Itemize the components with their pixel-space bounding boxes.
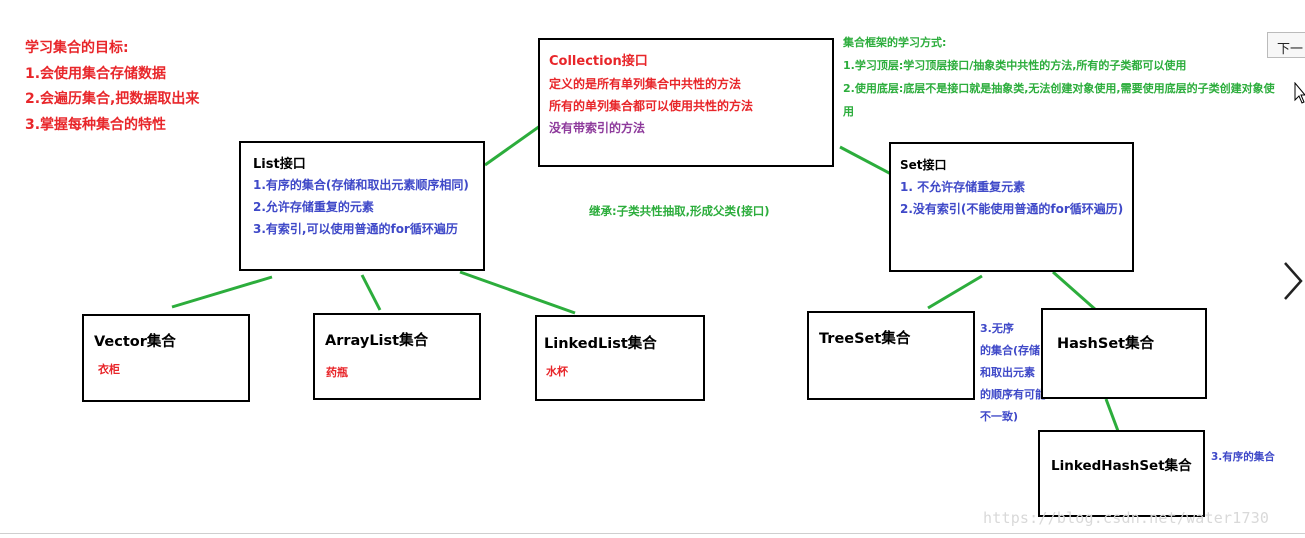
vector-class-box: Vector集合 衣柜: [82, 314, 250, 402]
connector-linkedhashset-hashset: [1104, 398, 1120, 432]
study-line: 用: [843, 105, 854, 118]
linkedlist-note: 水杯: [546, 365, 568, 378]
hashset-note-line: 和取出元素: [980, 366, 1035, 379]
hashset-note-line: 的顺序有可能: [980, 388, 1046, 401]
linkedhashset-title: LinkedHashSet集合: [1051, 458, 1192, 474]
collection-line: 所有的单列集合都可以使用共性的方法: [549, 99, 754, 113]
collection-title: Collection接口: [549, 54, 648, 69]
goal-item: 1.会使用集合存储数据: [25, 65, 167, 82]
linkedhashset-note: 3.有序的集合: [1211, 451, 1275, 463]
goal-item: 3.掌握每种集合的特性: [25, 116, 167, 133]
set-title: Set接口: [900, 158, 947, 172]
cursor-arrow-icon: [1294, 82, 1305, 104]
next-button[interactable]: 下一: [1267, 32, 1305, 58]
list-interface-box: List接口 1.有序的集合(存储和取出元素顺序相同) 2.允许存储重复的元素 …: [239, 141, 485, 271]
hashset-class-box: HashSet集合: [1041, 308, 1207, 399]
connector-arraylist-list: [360, 274, 382, 311]
study-line: 1.学习顶层:学习顶层接口/抽象类中共性的方法,所有的子类都可以使用: [843, 59, 1187, 72]
treeset-title: TreeSet集合: [819, 331, 911, 347]
linkedhashset-class-box: LinkedHashSet集合: [1038, 430, 1205, 517]
inheritance-note: 继承:子类共性抽取,形成父类(接口): [589, 204, 770, 218]
watermark-url: https://blog.csdn.net/water1730: [983, 509, 1270, 527]
connector-set-collection: [839, 145, 894, 177]
goals-block: 学习集合的目标: 1.会使用集合存储数据 2.会遍历集合,把数据取出来 3.掌握…: [25, 36, 199, 138]
goal-item: 2.会遍历集合,把数据取出来: [25, 91, 200, 107]
hashset-unordered-note: 3.无序 的集合(存储 和取出元素 的顺序有可能 不一致): [980, 318, 1046, 428]
list-line: 1.有序的集合(存储和取出元素顺序相同): [253, 178, 469, 192]
goals-title: 学习集合的目标:: [25, 40, 129, 56]
set-line: 1. 不允许存储重复元素: [900, 180, 1026, 194]
vector-title: Vector集合: [94, 334, 176, 350]
set-line: 2.没有索引(不能使用普通的for循环遍历): [900, 202, 1124, 216]
vector-note: 衣柜: [98, 363, 120, 376]
chevron-right-icon[interactable]: [1281, 260, 1305, 302]
connector-list-collection: [484, 124, 541, 167]
study-line: 2.使用底层:底层不是接口就是抽象类,无法创建对象使用,需要使用底层的子类创建对…: [843, 82, 1275, 95]
list-title: List接口: [253, 157, 306, 172]
study-method-block: 集合框架的学习方式: 1.学习顶层:学习顶层接口/抽象类中共性的方法,所有的子类…: [843, 31, 1275, 123]
connector-linkedlist-list: [459, 270, 576, 315]
list-line: 2.允许存储重复的元素: [253, 200, 374, 214]
bottom-divider: [0, 533, 1305, 534]
list-line: 3.有索引,可以使用普通的for循环遍历: [253, 222, 458, 236]
collection-interface-box: Collection接口 定义的是所有单列集合中共性的方法 所有的单列集合都可以…: [538, 38, 834, 167]
set-interface-box: Set接口 1. 不允许存储重复元素 2.没有索引(不能使用普通的for循环遍历…: [889, 142, 1134, 272]
hashset-note-line: 3.无序: [980, 322, 1014, 335]
arraylist-note: 药瓶: [326, 366, 348, 379]
linkedlist-class-box: LinkedList集合 水杯: [535, 315, 705, 401]
collection-line: 定义的是所有单列集合中共性的方法: [549, 77, 742, 91]
collection-extra: 没有带索引的方法: [549, 121, 646, 135]
treeset-class-box: TreeSet集合: [807, 311, 975, 400]
study-title: 集合框架的学习方式:: [843, 36, 947, 49]
hashset-title: HashSet集合: [1057, 336, 1155, 352]
hashset-note-line: 的集合(存储: [980, 344, 1041, 357]
linkedlist-title: LinkedList集合: [544, 336, 657, 352]
connector-treeset-set: [927, 274, 983, 310]
arraylist-title: ArrayList集合: [325, 333, 429, 349]
arraylist-class-box: ArrayList集合 药瓶: [313, 313, 481, 400]
connector-vector-list: [171, 275, 273, 309]
hashset-note-line: 不一致): [980, 410, 1019, 423]
